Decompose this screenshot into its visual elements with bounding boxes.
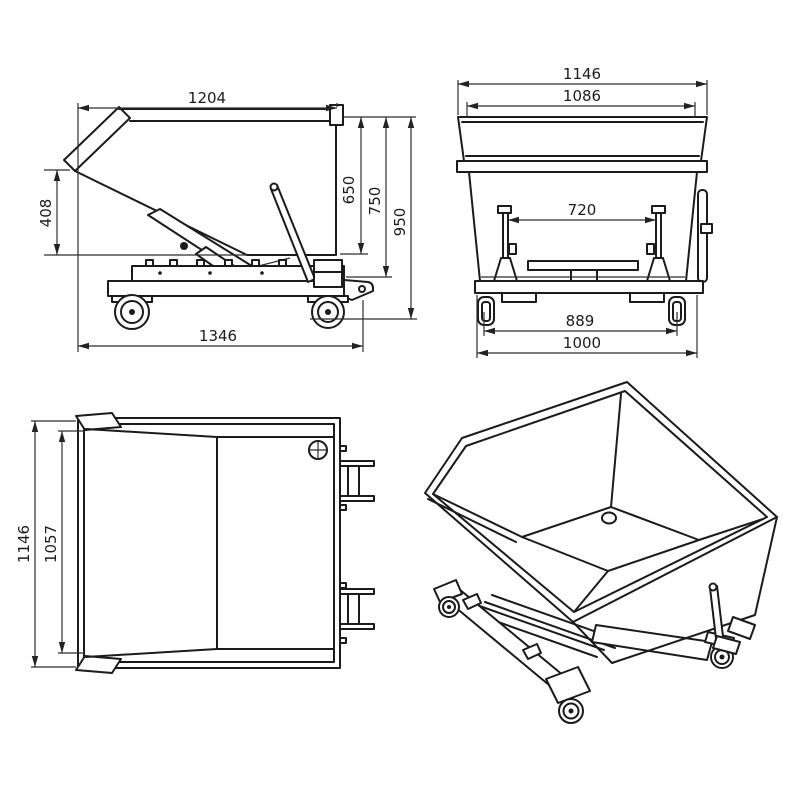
top-bin-outline — [75, 412, 341, 674]
dim-label-bin-depth: 650 — [340, 176, 358, 205]
top-inner-wall — [83, 423, 335, 663]
front-caster-right — [668, 296, 686, 326]
dim-front-lip-height: 408 — [37, 169, 247, 256]
iso-outer-wall-edges — [572, 516, 778, 664]
side-handle — [269, 182, 343, 288]
side-pivot-pin — [180, 242, 188, 250]
front-chassis-beam — [474, 280, 704, 294]
top-mount-bracket-lower — [339, 588, 375, 630]
dim-label-chassis-width: 1000 — [563, 334, 601, 352]
front-caster-left — [477, 296, 495, 326]
side-handle-grip-end — [269, 182, 279, 192]
top-lip-corner-lower — [75, 655, 122, 674]
top-lip-corner-upper — [75, 412, 122, 431]
iso-bin — [424, 381, 778, 664]
side-caster-front — [111, 294, 153, 330]
dim-chassis-width: 1000 — [476, 295, 698, 358]
front-chassis — [474, 280, 704, 303]
dim-label-frame-top-height: 750 — [366, 187, 384, 216]
side-front-lip — [63, 106, 131, 172]
top-bolt-tabs — [339, 445, 347, 644]
front-bin-outline — [456, 116, 708, 282]
iso-handle-wall-bracket — [727, 616, 756, 640]
dim-label-overall-height: 950 — [391, 208, 409, 237]
dim-bin-inner-depth: 1057 — [42, 430, 84, 654]
front-view-dimensions: 1146 1086 720 889 1000 — [457, 65, 708, 358]
side-chassis-base-plate — [107, 280, 345, 297]
side-caster-rear — [307, 295, 349, 329]
dim-label-overall-depth: 1146 — [15, 525, 33, 563]
side-handle-mount-block — [313, 259, 343, 288]
iso-handle-mount — [712, 635, 741, 655]
dim-overall-width: 1146 — [457, 65, 708, 115]
dim-overall-length: 1346 — [78, 300, 364, 352]
front-rim-band — [457, 116, 708, 162]
front-latch — [700, 223, 713, 234]
dim-label-bin-rim-width: 1086 — [563, 87, 601, 105]
dim-label-bin-top-length: 1204 — [188, 89, 226, 107]
dim-bin-top-length: 1204 — [77, 89, 338, 352]
dim-frame-inner-width: 720 — [508, 201, 656, 224]
top-mount-bracket-upper — [339, 460, 375, 502]
isometric-view — [424, 381, 778, 724]
dim-label-front-lip-height: 408 — [37, 199, 55, 228]
front-frame-posts — [493, 205, 671, 282]
front-handle-edge — [697, 189, 713, 283]
side-chassis — [107, 259, 374, 301]
iso-caster-left — [433, 579, 463, 618]
dim-label-overall-length: 1346 — [199, 327, 237, 345]
dim-label-frame-inner-width: 720 — [568, 201, 597, 219]
dim-label-bin-inner-depth: 1057 — [42, 525, 60, 563]
iso-rear-cross-member — [591, 624, 713, 661]
dim-label-overall-width: 1146 — [563, 65, 601, 83]
side-view: 1204 408 650 750 950 — [37, 89, 417, 352]
iso-drain-hole — [601, 511, 617, 525]
front-view: 1146 1086 720 889 1000 — [456, 65, 713, 358]
iso-front-cross-member — [442, 588, 571, 691]
dim-bin-depth: 650 — [340, 116, 416, 255]
dim-bin-rim-width: 1086 — [466, 87, 696, 118]
top-view-dimensions: 1146 1057 — [15, 420, 84, 668]
iso-caster-front — [545, 666, 591, 724]
iso-handle-grip-end — [708, 582, 718, 592]
dim-frame-top-height: 750 — [346, 117, 392, 278]
front-rim-lip — [456, 160, 708, 173]
top-outer-profile — [77, 417, 341, 669]
iso-chassis-rails — [442, 588, 713, 691]
dim-wheel-track: 889 — [483, 312, 678, 336]
top-view: 1146 1057 — [15, 412, 375, 674]
front-handle-bar — [697, 189, 708, 283]
top-drain-hole — [308, 440, 328, 460]
iso-rim — [424, 381, 778, 623]
dim-label-wheel-track: 889 — [566, 312, 595, 330]
dim-overall-depth: 1146 — [15, 420, 76, 668]
iso-handle — [708, 582, 756, 655]
side-chassis-rivets — [158, 271, 264, 275]
side-view-dimensions: 1204 408 650 750 950 — [37, 89, 417, 352]
side-chassis-bolts — [145, 259, 287, 267]
side-hitch-hole — [358, 285, 366, 293]
